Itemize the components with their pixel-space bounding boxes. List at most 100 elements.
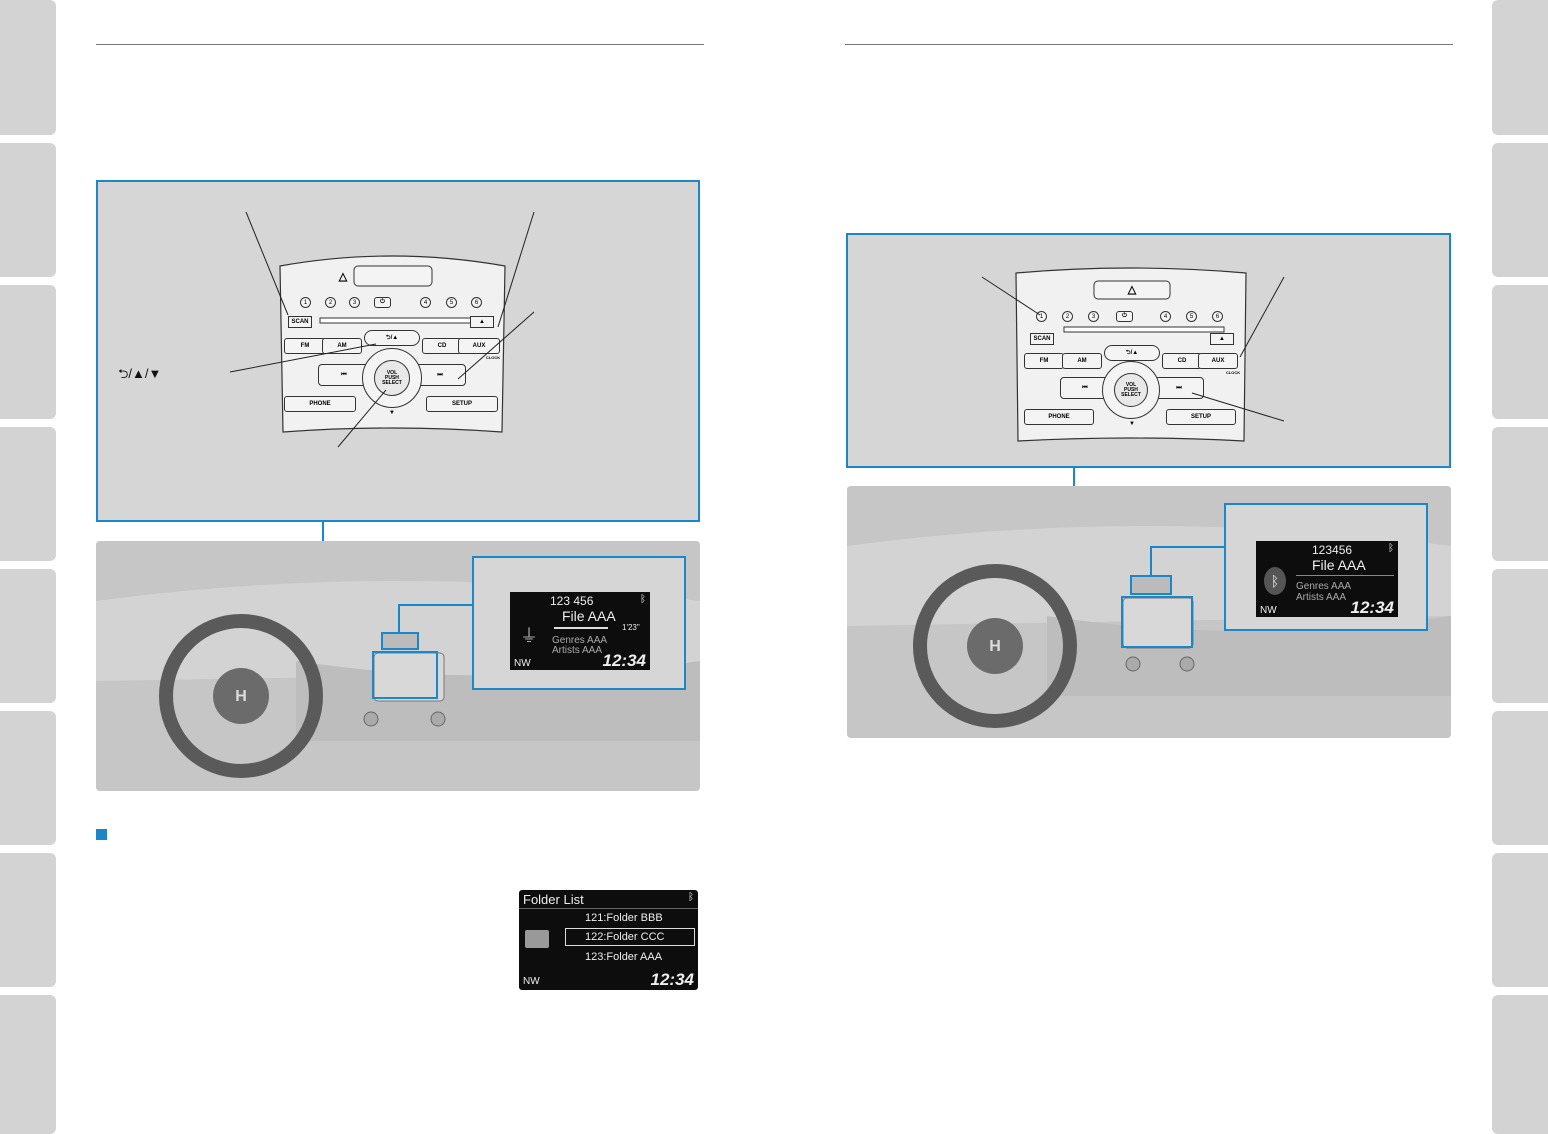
folder-item[interactable]: 122:Folder CCC: [585, 931, 665, 943]
artist: Artists AAA: [552, 645, 603, 656]
divider: [519, 908, 698, 909]
preset-3-button[interactable]: 3: [1088, 311, 1099, 322]
aux-button[interactable]: AUX: [458, 338, 500, 354]
track-number: 123456: [1312, 543, 1353, 557]
preset-2-button[interactable]: 2: [325, 297, 336, 308]
track-title: File AAA: [1312, 557, 1366, 573]
nav-buttons-label: ⮌/▲/▼: [118, 366, 162, 381]
phone-button[interactable]: PHONE: [1024, 409, 1094, 425]
audio-display-bluetooth: 123456 ᛒ File AAA ᛒ Genres AAA Artists A…: [1256, 541, 1398, 617]
bluetooth-icon: ᛒ: [640, 594, 646, 605]
side-tab[interactable]: [0, 427, 56, 561]
preset-6-button[interactable]: 6: [471, 297, 482, 308]
audio-panel-diagram-left: △ 1 2 3 ⏻ 4 5 6 SCAN ▲ FM AM ⮌/▲ CD AUX …: [96, 180, 700, 522]
track-number: 123 456: [550, 594, 594, 608]
track-title: File AAA: [562, 608, 616, 624]
vol-select-knob[interactable]: VOL PUSH SELECT: [374, 360, 410, 396]
eject-button[interactable]: ▲: [470, 316, 494, 328]
scan-button[interactable]: SCAN: [288, 316, 312, 328]
audio-display-usb: 123 456 ᛒ File AAA 1'23" ⏚ Genres AAA Ar…: [510, 592, 650, 670]
genre: Genres AAA: [552, 635, 608, 646]
svg-text:H: H: [989, 638, 1001, 655]
cd-button[interactable]: CD: [1162, 353, 1202, 369]
preset-2-button[interactable]: 2: [1062, 311, 1073, 322]
side-tab[interactable]: [0, 143, 56, 277]
connector-line: [1150, 546, 1226, 548]
preset-4-button[interactable]: 4: [420, 297, 431, 308]
artist: Artists AAA: [1296, 592, 1347, 603]
scan-button[interactable]: SCAN: [1030, 333, 1054, 345]
clock-display: 12:34: [650, 970, 694, 989]
screen-callout-left: 123 456 ᛒ File AAA 1'23" ⏚ Genres AAA Ar…: [472, 556, 686, 690]
bluetooth-audio-icon: ᛒ: [1264, 567, 1286, 595]
cd-button[interactable]: CD: [422, 338, 462, 354]
side-tab[interactable]: [1492, 995, 1548, 1134]
side-tab[interactable]: [0, 853, 56, 987]
power-button[interactable]: ⏻: [374, 297, 391, 308]
side-tab[interactable]: [0, 0, 56, 135]
header-rule-right: [845, 44, 1453, 45]
down-button[interactable]: ▼: [389, 410, 395, 416]
back-up-button[interactable]: ⮌/▲: [364, 330, 420, 346]
bluetooth-icon: ᛒ: [688, 892, 694, 903]
back-up-button[interactable]: ⮌/▲: [1104, 345, 1160, 361]
down-button[interactable]: ▼: [1129, 421, 1135, 427]
side-tab[interactable]: [0, 569, 56, 703]
elapsed-time: 1'23": [622, 623, 640, 632]
eject-button[interactable]: ▲: [1210, 333, 1234, 345]
seek-forward-button[interactable]: ⏭: [1154, 377, 1204, 399]
connector-line: [398, 604, 400, 634]
clock-display: 12:34: [1350, 598, 1394, 617]
side-tab[interactable]: [1492, 711, 1548, 845]
bluetooth-icon: ᛒ: [1388, 543, 1394, 554]
fm-button[interactable]: FM: [284, 338, 326, 354]
am-button[interactable]: AM: [1062, 353, 1102, 369]
vol-select-knob[interactable]: VOL PUSH SELECT: [1114, 373, 1148, 407]
audio-panel-diagram-right: △ 1 2 3 ⏻ 4 5 6 SCAN ▲ FM AM ⮌/▲ CD AUX …: [846, 233, 1451, 468]
aux-button[interactable]: AUX: [1198, 353, 1238, 369]
divider: [1296, 575, 1394, 576]
preset-1-button[interactable]: 1: [300, 297, 311, 308]
fm-button[interactable]: FM: [1024, 353, 1064, 369]
side-tab[interactable]: [1492, 143, 1548, 277]
power-button[interactable]: ⏻: [1116, 311, 1133, 322]
compass-heading: NW: [523, 976, 540, 987]
side-tab[interactable]: [0, 711, 56, 845]
side-tab[interactable]: [1492, 569, 1548, 703]
connector-line: [1150, 546, 1152, 576]
audio-unit-highlight: [1121, 596, 1193, 648]
setup-button[interactable]: SETUP: [426, 396, 498, 412]
am-button[interactable]: AM: [322, 338, 362, 354]
hazard-icon: △: [338, 270, 348, 283]
folder-item[interactable]: 121:Folder BBB: [585, 912, 663, 924]
setup-button[interactable]: SETUP: [1166, 409, 1236, 425]
clock-label: CLOCK: [485, 354, 501, 360]
section-bullet-icon: [96, 829, 107, 840]
preset-3-button[interactable]: 3: [349, 297, 360, 308]
side-tab[interactable]: [1492, 427, 1548, 561]
folder-list-title: Folder List: [523, 892, 584, 907]
side-tab[interactable]: [1492, 853, 1548, 987]
audio-unit: △ 1 2 3 ⏻ 4 5 6 SCAN ▲ FM AM ⮌/▲ CD AUX …: [270, 244, 515, 434]
clock-label: CLOCK: [1225, 369, 1241, 375]
audio-unit: △ 1 2 3 ⏻ 4 5 6 SCAN ▲ FM AM ⮌/▲ CD AUX …: [1012, 263, 1250, 443]
phone-button[interactable]: PHONE: [284, 396, 356, 412]
folder-item-selected[interactable]: [565, 928, 695, 946]
preset-5-button[interactable]: 5: [446, 297, 457, 308]
svg-text:H: H: [235, 688, 247, 705]
preset-6-button[interactable]: 6: [1212, 311, 1223, 322]
folder-item[interactable]: 123:Folder AAA: [585, 951, 663, 963]
preset-5-button[interactable]: 5: [1186, 311, 1197, 322]
preset-4-button[interactable]: 4: [1160, 311, 1171, 322]
side-tab[interactable]: [1492, 0, 1548, 135]
progress-bar: [554, 627, 608, 629]
preset-1-button[interactable]: 1: [1036, 311, 1047, 322]
screen-callout-right: 123456 ᛒ File AAA ᛒ Genres AAA Artists A…: [1224, 503, 1428, 631]
side-tab[interactable]: [0, 285, 56, 419]
clock-display: 12:34: [602, 651, 646, 670]
folder-icon: [525, 930, 549, 948]
header-rule-left: [96, 44, 704, 45]
side-tab[interactable]: [1492, 285, 1548, 419]
compass-heading: NW: [514, 658, 531, 669]
side-tab[interactable]: [0, 995, 56, 1134]
